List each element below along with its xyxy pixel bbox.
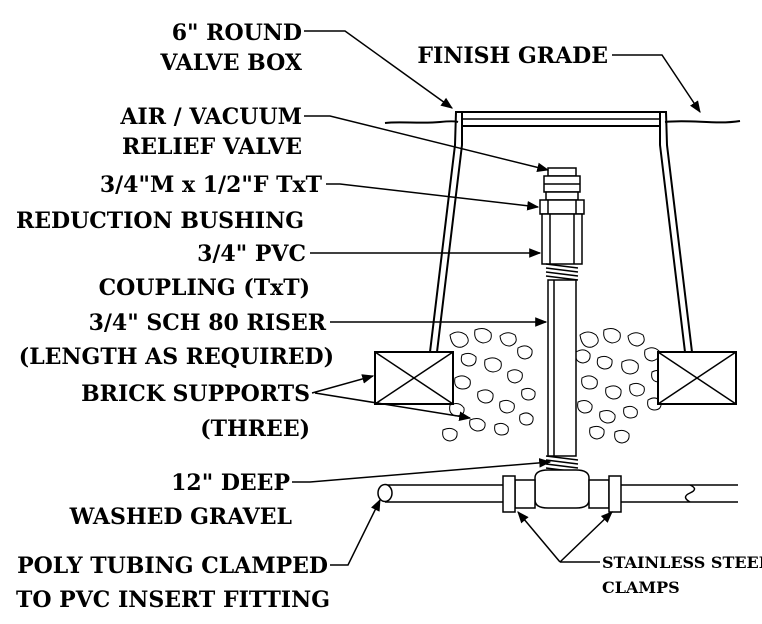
label-poly-2: TO PVC INSERT FITTING [16,587,330,613]
reduction-bushing [539,199,585,215]
label-bushing-1: 3/4"M x 1/2"F TxT [100,172,323,198]
label-air-valve-1: AIR / VACUUM [119,104,302,130]
label-coupling-1: 3/4" PVC [197,241,306,267]
sch-80-riser [545,279,579,477]
label-valve-box-2: VALVE BOX [159,50,303,76]
label-bushing-2: REDUCTION BUSHING [16,208,304,234]
label-clamps-2: CLAMPS [602,578,680,597]
label-riser-1: 3/4" SCH 80 RISER [89,310,327,336]
label-valve-box-1: 6" ROUND [172,20,302,46]
pvc-coupling [541,213,583,281]
label-clamps-1: STAINLESS STEEI [602,553,762,572]
label-gravel-1: 12" DEEP [171,470,290,496]
washed-gravel [442,328,666,444]
brick-support-right [657,351,737,405]
label-riser-2: (LENGTH AS REQUIRED) [19,344,334,370]
label-coupling-2: COUPLING (TxT) [99,275,310,301]
brick-support-left [374,351,454,405]
poly-tubing [377,483,738,503]
label-air-valve-2: RELIEF VALVE [122,134,302,160]
label-brick-2: (THREE) [200,416,310,442]
stainless-clamps [502,475,622,513]
pvc-tee-fitting [514,469,610,509]
label-brick-1: BRICK SUPPORTS [81,381,310,407]
leader-lines [292,30,701,566]
label-finish-grade: FINISH GRADE [417,43,608,69]
air-vacuum-relief-valve [543,167,581,201]
label-gravel-2: WASHED GRAVEL [69,504,292,530]
label-poly-1: POLY TUBING CLAMPED [17,553,328,579]
